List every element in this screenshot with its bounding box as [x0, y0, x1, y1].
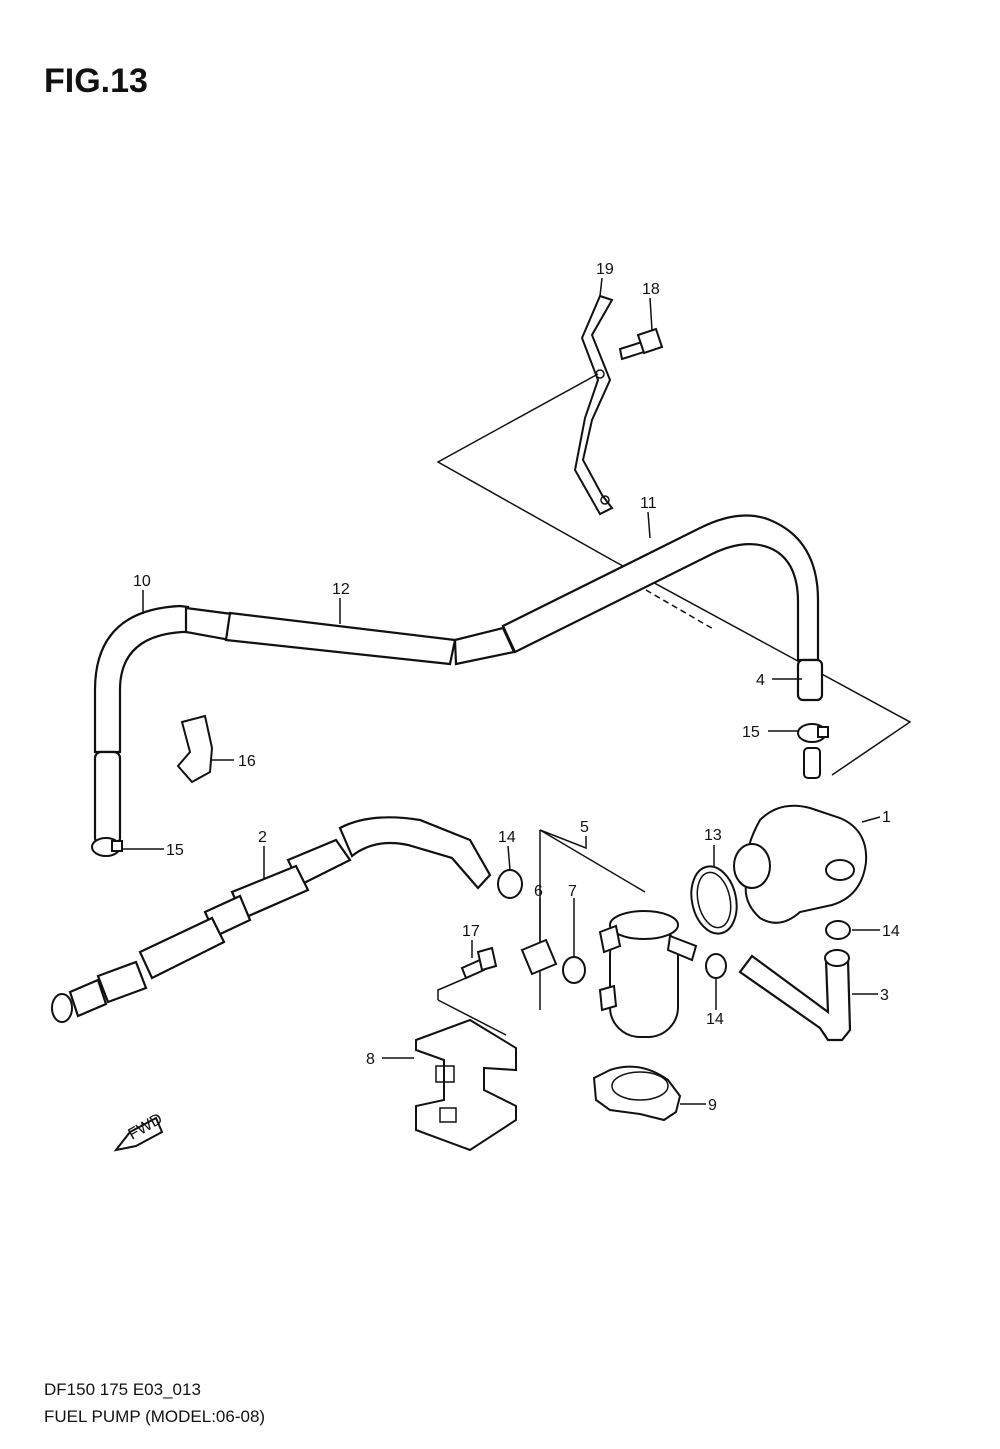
part-8-bracket[interactable]	[415, 1018, 517, 1152]
figure-code: DF150 175 E03_013	[44, 1380, 201, 1399]
callout-18: 18	[642, 281, 660, 298]
part-7-clamp[interactable]	[562, 956, 586, 984]
callout-17: 17	[462, 923, 480, 940]
part-13-o-ring[interactable]	[685, 862, 742, 938]
callout-5: 5	[580, 819, 589, 836]
part-9-band[interactable]	[592, 1065, 682, 1122]
callout-11: 11	[640, 495, 657, 512]
part-19-bracket[interactable]	[573, 294, 614, 516]
callout-10: 10	[133, 573, 151, 590]
part-14-clamp-mid[interactable]	[705, 953, 727, 979]
fwd-arrow-icon: FWD	[113, 1111, 166, 1152]
callout-8: 8	[366, 1051, 375, 1068]
part-5-fuel-filter[interactable]	[598, 910, 698, 1038]
part-17-bolt[interactable]	[460, 946, 498, 980]
part-14-clamp-right[interactable]	[825, 920, 851, 940]
callout-12: 12	[332, 581, 350, 598]
part-15-clamp-upper[interactable]	[797, 723, 829, 743]
callout-19: 19	[596, 261, 614, 278]
part-11-hose[interactable]	[501, 514, 820, 662]
figure-title: FIG.13	[44, 62, 148, 100]
callout-15-lower: 15	[166, 842, 184, 859]
callout-14-right: 14	[882, 923, 900, 940]
callout-13: 13	[704, 827, 722, 844]
callout-6: 6	[534, 883, 543, 900]
callout-2: 2	[258, 829, 267, 846]
callout-14-left: 14	[498, 829, 516, 846]
part-3-hose[interactable]	[738, 949, 852, 1042]
part-18-bolt[interactable]	[618, 327, 664, 361]
callout-7: 7	[568, 883, 577, 900]
part-4-hose[interactable]	[796, 658, 824, 702]
part-10-hose[interactable]	[93, 604, 190, 846]
callout-16: 16	[238, 753, 256, 770]
callout-14-mid: 14	[706, 1011, 724, 1028]
callout-3: 3	[880, 987, 889, 1004]
part-2-hose-assembly[interactable]	[51, 816, 492, 1023]
callout-4: 4	[756, 672, 765, 689]
part-1-fuel-pump[interactable]	[733, 747, 868, 924]
callout-15-upper: 15	[742, 724, 760, 741]
part-6-plug[interactable]	[520, 938, 558, 976]
callout-1: 1	[882, 809, 891, 826]
part-12-hose[interactable]	[184, 606, 516, 666]
part-15-clamp-lower[interactable]	[91, 837, 123, 857]
figure-description: FUEL PUMP (MODEL:06-08)	[44, 1407, 266, 1426]
callout-leaders	[122, 277, 881, 1105]
callout-9: 9	[708, 1097, 717, 1114]
part-16-clip[interactable]	[176, 714, 214, 784]
part-14-clamp-left[interactable]	[497, 869, 523, 899]
